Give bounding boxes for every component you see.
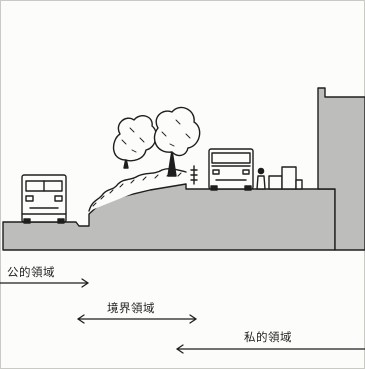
boundary-zone-label: 境界領域 — [107, 301, 155, 315]
bus-icon — [21, 174, 67, 224]
car-icon — [208, 148, 254, 191]
step-block — [295, 179, 303, 190]
bench-icon — [190, 165, 198, 185]
step-block — [281, 166, 297, 190]
step-block — [268, 175, 283, 190]
person-icon — [256, 167, 266, 190]
tree-icon — [112, 115, 157, 169]
private-zone-label: 私的領域 — [244, 330, 292, 344]
public-zone-label: 公的領域 — [7, 265, 55, 279]
tree-icon — [153, 106, 201, 177]
shrub-slope — [88, 168, 187, 212]
building-mass — [317, 87, 365, 251]
